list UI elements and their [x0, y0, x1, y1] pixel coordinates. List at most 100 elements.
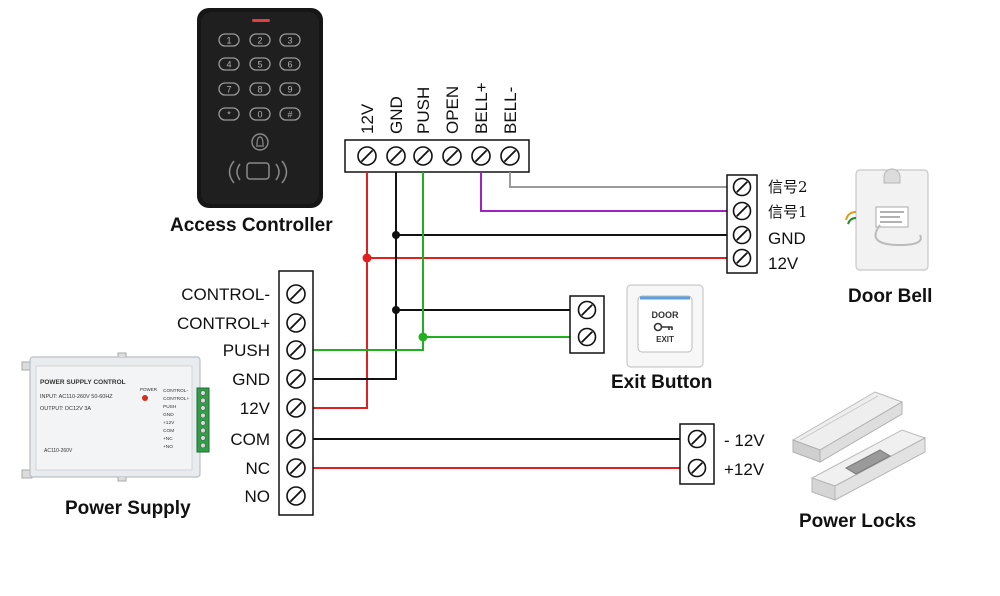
keypad-keys: 1 2 3 4 5 6 7 8 9 * 0 # [218, 33, 301, 121]
wires [313, 172, 727, 469]
lock-screws [687, 429, 707, 478]
psu-terminal-label: CONTROL- [181, 285, 270, 304]
controller-terminal-label: BELL+ [472, 82, 491, 134]
psu-terminal-block [278, 270, 314, 516]
keypad-key: 4 [218, 57, 240, 71]
keypad-key: * [218, 107, 240, 121]
psu-terminal-label: COM [230, 430, 270, 449]
screw-terminal-icon [577, 300, 597, 320]
strip-screw-icon [200, 427, 206, 434]
psu-side-label: CONTROL- [163, 388, 188, 394]
screw-terminal-icon [286, 458, 306, 478]
bell-terminal-label: 信号2 [768, 178, 808, 196]
screw-terminal-icon [357, 146, 377, 166]
controller-terminal-label: BELL- [501, 87, 520, 134]
keypad-key-label: * [227, 110, 231, 120]
psu-side-label: COM [163, 428, 174, 434]
keypad-key-label: 6 [287, 60, 292, 70]
screw-terminal-icon [286, 369, 306, 389]
screw-terminal-icon [442, 146, 462, 166]
psu-panel-text: POWER SUPPLY CONTROL [40, 379, 126, 386]
controller-terminal-label: GND [387, 96, 406, 134]
keypad-key-label: 8 [257, 85, 262, 95]
psu-side-label: +NO [163, 444, 173, 450]
psu-panel-text: POWER [140, 387, 158, 392]
junction-12v [362, 253, 372, 263]
controller-screws [357, 146, 520, 166]
controller-terminal-label: PUSH [414, 87, 433, 134]
psu-strip-screws [200, 390, 206, 449]
keypad-key-label: 5 [257, 60, 262, 70]
keypad-key: 3 [279, 33, 301, 47]
lock-terminal-label: - 12V [724, 431, 765, 450]
strip-screw-icon [200, 405, 206, 411]
wire-12v [313, 172, 368, 409]
psu-side-label: PUSH [163, 404, 177, 410]
controller-terminal-label: OPEN [443, 86, 462, 134]
psu-panel-text: OUTPUT: DC12V 3A [40, 406, 91, 412]
exit-plate-text: EXIT [656, 335, 674, 344]
card-reader-icon [228, 160, 288, 184]
keypad-key-label: 4 [226, 60, 231, 70]
psu-terminal-label: NO [245, 487, 271, 506]
keypad-key: 1 [218, 33, 240, 47]
screw-terminal-icon [286, 398, 306, 418]
keypad-key: 7 [218, 82, 240, 96]
power-supply-device: POWER SUPPLY CONTROL INPUT: AC110-260V 5… [21, 352, 210, 482]
exit-screws [577, 300, 597, 347]
screw-terminal-icon [386, 146, 406, 166]
bell-terminal-label: 12V [768, 254, 799, 273]
screw-terminal-icon [732, 201, 752, 221]
wire-bell-plus [480, 172, 727, 212]
junction-gnd-exit [392, 306, 400, 314]
exit-button-device: DOOR EXIT [626, 284, 704, 368]
keypad-key-label: 2 [257, 36, 262, 46]
keypad-key-label: 9 [287, 85, 292, 95]
power-supply-title: Power Supply [65, 498, 191, 519]
power-led [142, 395, 148, 401]
screw-terminal-icon [471, 146, 491, 166]
strip-screw-icon [200, 435, 206, 441]
screw-terminal-icon [500, 146, 520, 166]
screw-terminal-icon [286, 429, 306, 449]
psu-terminal-strip [196, 387, 210, 453]
psu-panel-text: INPUT: AC110-260V 50-60HZ [40, 394, 113, 400]
strip-screw-icon [200, 412, 206, 419]
screw-terminal-icon [687, 429, 707, 449]
wire-gnd [313, 172, 397, 380]
bell-terminal-label: GND [768, 229, 806, 248]
access-controller-device: 1 2 3 4 5 6 7 8 9 * 0 # [197, 8, 323, 208]
keypad-key-label: # [287, 110, 292, 120]
door-bell-device [845, 168, 929, 271]
psu-terminal-label: 12V [240, 399, 271, 418]
screw-terminal-icon [687, 458, 707, 478]
psu-side-label: +NC [163, 436, 173, 442]
screw-terminal-icon [413, 146, 433, 166]
key-icon [653, 322, 673, 332]
psu-terminal-label: GND [232, 370, 270, 389]
screw-terminal-icon [286, 486, 306, 506]
psu-terminal-label: PUSH [223, 341, 270, 360]
electric-strike-device [810, 429, 927, 501]
strip-screw-icon [200, 397, 206, 404]
strip-screw-icon [200, 390, 206, 396]
psu-terminal-label: NC [245, 459, 270, 478]
keypad-key-label: 3 [287, 36, 292, 46]
access-controller-title: Access Controller [170, 215, 333, 236]
screw-terminal-icon [286, 340, 306, 360]
bell-terminal-label: 信号1 [768, 203, 808, 221]
junction-push [418, 332, 428, 342]
screw-terminal-icon [286, 313, 306, 333]
keypad-key-label: 1 [226, 36, 231, 46]
screw-terminal-icon [732, 248, 752, 268]
psu-panel-text: AC110-260V [44, 448, 73, 454]
psu-screws [286, 284, 306, 506]
strip-screw-icon [200, 442, 206, 449]
keypad-key-label: 0 [257, 110, 262, 120]
status-led [252, 19, 270, 22]
